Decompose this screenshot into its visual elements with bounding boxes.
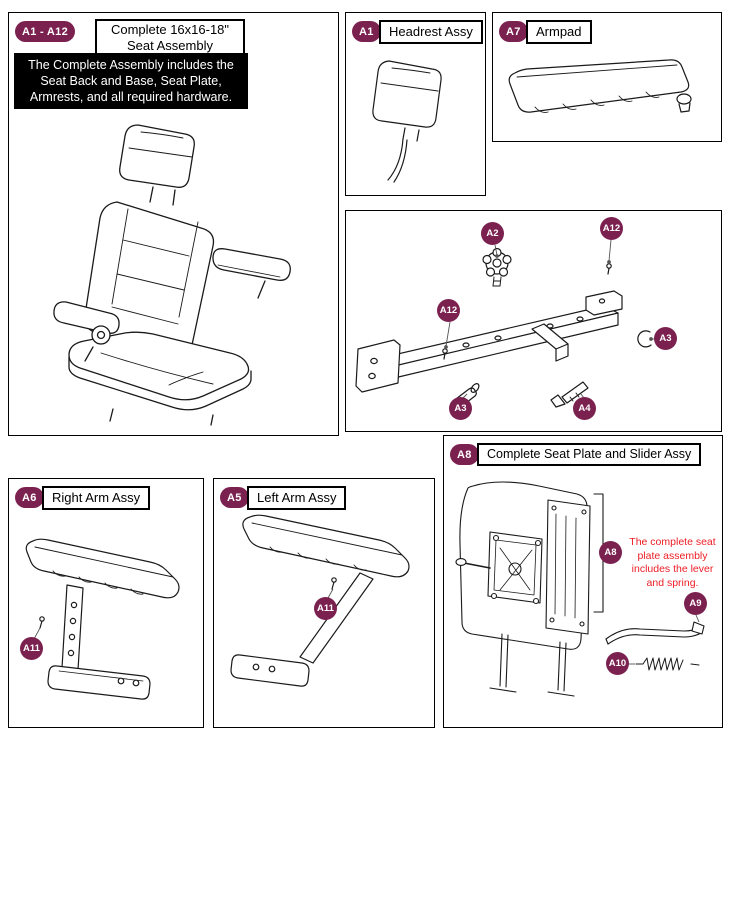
callout-a12-top: A12 <box>600 217 623 240</box>
panel-frame-hardware: A2 A12 A12 A3 A3 A4 <box>345 210 722 432</box>
spring-drawing <box>636 658 699 670</box>
panel-label-left-arm: Left Arm Assy <box>247 486 347 510</box>
panel-label-headrest: Headrest Assy <box>379 20 483 44</box>
panel-seat-plate-slider: A8 Complete Seat Plate and Slider Assy <box>443 435 723 728</box>
item-badge-a6: A6 <box>15 487 44 508</box>
callout-a10: A10 <box>606 652 629 675</box>
panel-headrest: A1 Headrest Assy <box>345 12 486 196</box>
callout-a3-right: A3 <box>654 327 677 350</box>
item-badge-a1-a12: A1 - A12 <box>15 21 76 42</box>
headrest-drawing <box>358 51 476 191</box>
item-badge-a5: A5 <box>220 487 249 508</box>
panel-complete-seat-assembly: A1 - A12 Complete 16x16-18" Seat Assembl… <box>8 12 339 436</box>
callout-a4: A4 <box>573 397 596 420</box>
panel-left-arm: A5 Left Arm Assy A11 <box>213 478 435 728</box>
panel-label-right-arm: Right Arm Assy <box>42 486 151 510</box>
callout-a11-left-arm: A11 <box>314 597 337 620</box>
callout-a9: A9 <box>684 592 707 615</box>
lever-drawing <box>606 622 704 644</box>
panel-label-armpad: Armpad <box>526 20 592 44</box>
callout-a3-bottom: A3 <box>449 397 472 420</box>
item-badge-a7: A7 <box>499 21 528 42</box>
frame-hardware-drawing <box>346 211 720 430</box>
callout-a8: A8 <box>599 541 622 564</box>
callout-a2: A2 <box>481 222 504 245</box>
panel-right-arm: A6 Right Arm Assy A11 <box>8 478 204 728</box>
seat-plate-drawing <box>444 436 721 726</box>
callout-a11-right-arm: A11 <box>20 637 43 660</box>
item-badge-a1: A1 <box>352 21 381 42</box>
panel-label-seat-plate: Complete Seat Plate and Slider Assy <box>477 443 702 466</box>
complete-seat-drawing <box>17 109 333 431</box>
callout-a12-left: A12 <box>437 299 460 322</box>
assembly-description: The Complete Assembly includes the Seat … <box>14 53 248 109</box>
right-arm-drawing <box>9 479 202 726</box>
armpad-drawing <box>499 45 717 139</box>
star-knob-drawing <box>483 249 511 287</box>
item-badge-a8: A8 <box>450 444 479 465</box>
panel-title-complete-seat: Complete 16x16-18" Seat Assembly <box>95 19 245 57</box>
panel-armpad: A7 Armpad <box>492 12 722 142</box>
left-arm-drawing <box>214 479 433 726</box>
seat-plate-note: The complete seat plate assembly include… <box>629 536 716 589</box>
